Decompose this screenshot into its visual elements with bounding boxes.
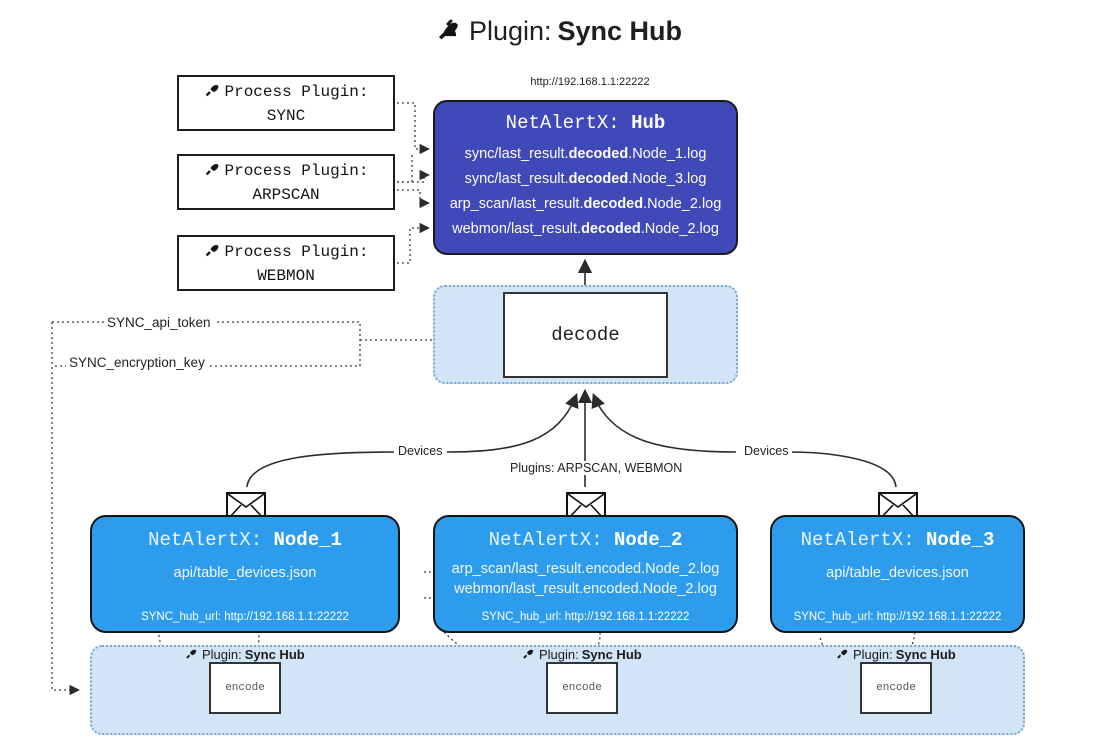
encode-caption: Plugin: Sync Hub	[184, 645, 305, 663]
node-title: NetAlertX: Node_1	[148, 529, 342, 551]
plug-icon	[203, 158, 222, 184]
node-line: api/table_devices.json	[826, 565, 969, 581]
title-prefix: Plugin:	[468, 16, 552, 46]
edge-label-devices-left: Devices	[394, 444, 447, 458]
plug-icon	[184, 645, 199, 663]
process-plugin-webmon[interactable]: Process Plugin: WEBMON	[177, 235, 395, 291]
process-plugin-sync[interactable]: Process Plugin: SYNC	[177, 75, 395, 131]
title-name: Sync Hub	[557, 16, 683, 46]
process-plugin-label: Process Plugin:	[224, 83, 369, 101]
process-plugin-name: ARPSCAN	[252, 186, 320, 204]
hub-title: NetAlertX: Hub	[505, 112, 666, 134]
sync-encryption-key-label: SYNC_encryption_key	[66, 355, 208, 370]
sync-api-token-label: SYNC_api_token	[104, 315, 214, 330]
encode-box[interactable]: encode	[546, 662, 618, 714]
plug-icon	[203, 239, 222, 265]
process-plugin-label: Process Plugin:	[224, 162, 369, 180]
node-box-node-1[interactable]: NetAlertX: Node_1 api/table_devices.json…	[90, 515, 400, 633]
edge-label-plugins: Plugins: ARPSCAN, WEBMON	[506, 461, 687, 475]
process-plugin-arpscan[interactable]: Process Plugin: ARPSCAN	[177, 154, 395, 210]
hub-box[interactable]: NetAlertX: Hub sync/last_result.decoded.…	[433, 100, 738, 255]
page-title: Plugin: Sync Hub	[0, 14, 1117, 49]
node-line: webmon/last_result.encoded.Node_2.log	[454, 581, 717, 597]
plug-icon	[835, 645, 850, 663]
node-line: api/table_devices.json	[173, 565, 317, 581]
hub-log-line: arp_scan/last_result.decoded.Node_2.log	[449, 196, 722, 212]
node-title: NetAlertX: Node_2	[488, 529, 683, 551]
plug-icon	[435, 14, 463, 49]
process-plugin-label: Process Plugin:	[224, 243, 369, 261]
hub-log-line: webmon/last_result.decoded.Node_2.log	[452, 221, 719, 237]
node-hub-url: SYNC_hub_url: http://192.168.1.1:22222	[141, 611, 349, 623]
plug-icon	[203, 79, 222, 105]
node-hub-url: SYNC_hub_url: http://192.168.1.1:22222	[793, 611, 1002, 623]
node-line: arp_scan/last_result.encoded.Node_2.log	[451, 561, 720, 577]
decode-box[interactable]: decode	[503, 292, 668, 378]
node-box-node-2[interactable]: NetAlertX: Node_2 arp_scan/last_result.e…	[433, 515, 738, 633]
encode-caption: Plugin: Sync Hub	[521, 645, 642, 663]
node-title: NetAlertX: Node_3	[800, 529, 995, 551]
encode-box[interactable]: encode	[209, 662, 281, 714]
encode-box[interactable]: encode	[860, 662, 932, 714]
hub-log-line: sync/last_result.decoded.Node_3.log	[464, 171, 707, 187]
plug-icon	[521, 645, 536, 663]
edge-label-devices-right: Devices	[740, 444, 793, 458]
process-plugin-name: WEBMON	[257, 267, 315, 285]
encode-caption: Plugin: Sync Hub	[835, 645, 956, 663]
node-hub-url: SYNC_hub_url: http://192.168.1.1:22222	[481, 611, 690, 623]
hub-url-label: http://192.168.1.1:22222	[530, 76, 650, 88]
node-box-node-3[interactable]: NetAlertX: Node_3 api/table_devices.json…	[770, 515, 1025, 633]
hub-log-line: sync/last_result.decoded.Node_1.log	[464, 146, 707, 162]
process-plugin-name: SYNC	[266, 107, 306, 125]
